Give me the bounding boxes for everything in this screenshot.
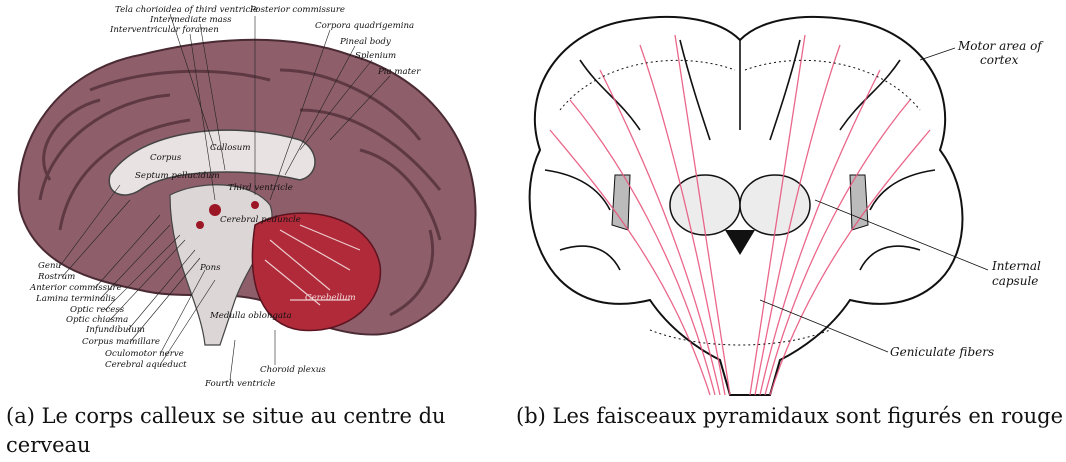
label-rostrum: Rostrum bbox=[37, 272, 75, 282]
label-pia-mater: Pia mater bbox=[377, 67, 421, 77]
figure-b: Motor area of cortex Internal capsule Ge… bbox=[500, 0, 1066, 462]
label-splenium: Splenium bbox=[355, 51, 396, 61]
caption-a: (a) Le corps calleux se situe au centre … bbox=[6, 402, 476, 460]
label-corpus-mamillare: Corpus mamillare bbox=[82, 337, 160, 347]
label-motor-area: Motor area of bbox=[957, 39, 1044, 53]
label-medulla: Medulla oblongata bbox=[209, 311, 292, 321]
figure-a: Corpus Callosum Septum pellucidum Third … bbox=[0, 0, 520, 462]
label-interventricular: Interventricular foramen bbox=[109, 25, 219, 35]
caption-b: (b) Les faisceaux pyramidaux sont figuré… bbox=[516, 402, 1066, 431]
label-pineal-body: Pineal body bbox=[339, 37, 391, 47]
label-cerebellum: Cerebellum bbox=[305, 293, 356, 303]
label-optic-chiasma: Optic chiasma bbox=[66, 315, 128, 325]
brain-medial-illustration: Corpus Callosum Septum pellucidum Third … bbox=[0, 0, 520, 400]
pyramidal-tracts-illustration: Motor area of cortex Internal capsule Ge… bbox=[500, 0, 1066, 400]
label-anterior-commissure: Anterior commissure bbox=[29, 283, 122, 293]
label-cortex: cortex bbox=[980, 53, 1019, 67]
label-callosum: Callosum bbox=[210, 143, 250, 153]
label-cerebral-peduncle: Cerebral peduncle bbox=[220, 215, 301, 225]
label-oculomotor-nerve: Oculomotor nerve bbox=[105, 349, 184, 359]
label-third-ventricle: Third ventricle bbox=[228, 183, 293, 193]
label-capsule: capsule bbox=[992, 274, 1038, 288]
label-choroid-plexus: Choroid plexus bbox=[260, 365, 326, 375]
label-fourth-ventricle: Fourth ventricle bbox=[204, 379, 275, 389]
label-infundibulum: Infundibulum bbox=[85, 325, 145, 335]
label-septum: Septum pellucidum bbox=[135, 171, 220, 181]
label-pons: Pons bbox=[199, 263, 221, 273]
label-geniculate-fibers: Geniculate fibers bbox=[890, 345, 994, 359]
label-posterior-commissure: Posterior commissure bbox=[249, 5, 345, 15]
label-genu: Genu bbox=[38, 261, 61, 271]
label-tela: Tela chorioidea of third ventricle bbox=[115, 5, 258, 15]
label-optic-recess: Optic recess bbox=[70, 305, 125, 315]
label-internal: Internal bbox=[991, 259, 1041, 273]
label-intermediate-mass: Intermediate mass bbox=[149, 15, 232, 25]
label-cerebral-aqueduct: Cerebral aqueduct bbox=[105, 360, 187, 370]
label-corpora-quadrigemina: Corpora quadrigemina bbox=[315, 21, 414, 31]
label-corpus: Corpus bbox=[150, 153, 182, 163]
